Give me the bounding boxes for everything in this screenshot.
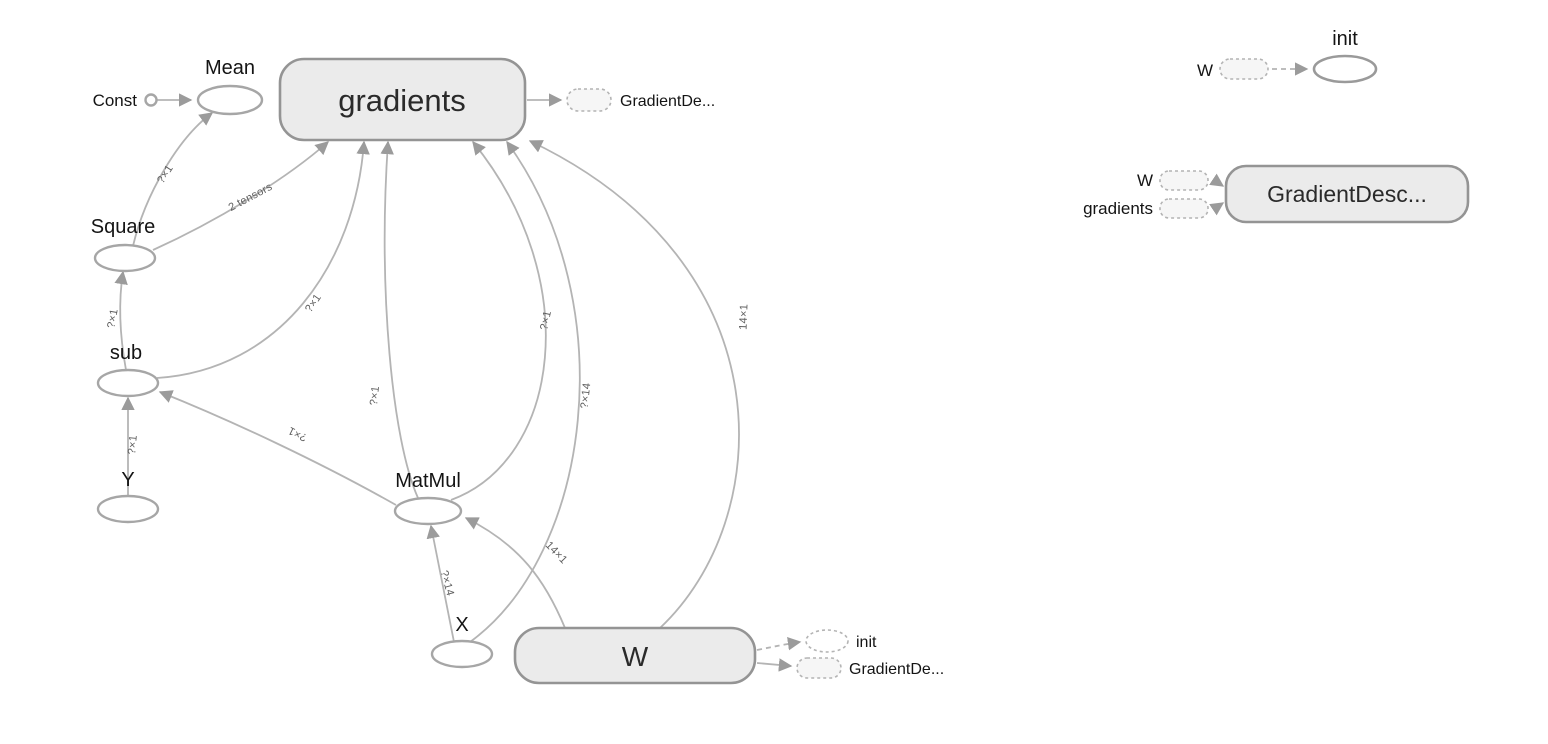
- gradients-rect: [278, 57, 527, 142]
- edge-label-matmul-sub: ?×1: [286, 424, 309, 443]
- edge-label-matmul-gradients-b: ?×1: [538, 310, 554, 332]
- edge-label-square-mean: ?×1: [155, 163, 176, 186]
- edge-label-square-gradients: 2 tensors: [227, 181, 275, 214]
- gradients-label: gradients: [338, 83, 466, 118]
- aux-init-label: init: [1332, 28, 1358, 50]
- x-label: X: [455, 614, 468, 636]
- w-init-ref-label: init: [856, 634, 877, 651]
- y-ellipse: [96, 494, 160, 524]
- aux-gd-w-ref-rect[interactable]: [1159, 170, 1209, 191]
- edge-label-sub-square: ?×1: [105, 308, 120, 329]
- aux-init-w-ref-rect[interactable]: [1219, 58, 1269, 80]
- sub-label: sub: [110, 342, 142, 364]
- edge-matmul-sub: [158, 390, 397, 506]
- edge-aux-gradients-gd: [1209, 202, 1225, 216]
- edge-square-gradients: [152, 141, 330, 251]
- aux-init-w-ref-label: W: [1197, 61, 1213, 80]
- aux-gradientdescent-group[interactable]: W gradients GradientDesc...: [1083, 164, 1470, 224]
- aux-init-group[interactable]: init W: [1197, 28, 1378, 84]
- edge-w-matmul: [464, 517, 566, 629]
- aux-gd-gradients-ref-rect[interactable]: [1159, 198, 1209, 219]
- edge-label-x-matmul: ?×14: [438, 569, 456, 597]
- w-label: W: [622, 641, 649, 672]
- square-ellipse: [93, 243, 157, 273]
- edge-label-y-sub: ?×1: [126, 434, 140, 455]
- namespace-gradients[interactable]: gradients: [278, 57, 527, 142]
- w-gd-ref-rect: [796, 657, 842, 679]
- edge-aux-w-gd: [1209, 173, 1225, 187]
- ref-w-init[interactable]: init: [805, 629, 877, 653]
- edge-w-gd-ref: [756, 658, 793, 672]
- edge-label-x-gradients: ?×14: [579, 382, 594, 409]
- w-init-ref-ellipse: [805, 629, 849, 653]
- edge-sub-gradients: [156, 140, 370, 379]
- y-label: Y: [121, 469, 134, 491]
- gradients-gd-ref-rect: [566, 88, 612, 112]
- edge-sub-square: [114, 270, 128, 371]
- const-dot: [144, 93, 158, 107]
- ref-gradients-gradientdescent[interactable]: GradientDe...: [566, 88, 715, 112]
- gradients-gd-ref-label: GradientDe...: [620, 93, 715, 110]
- node-x[interactable]: X: [430, 614, 494, 669]
- node-const[interactable]: Const: [93, 91, 158, 110]
- edge-label-matmul-gradients-a: ?×1: [368, 385, 382, 406]
- node-square[interactable]: Square: [91, 216, 157, 273]
- matmul-ellipse: [393, 496, 463, 526]
- edge-w-init-ref: [756, 637, 802, 651]
- edge-label-w-gradients: 14×1: [738, 304, 751, 330]
- ref-w-gradientdescent[interactable]: GradientDe...: [796, 657, 944, 679]
- node-matmul[interactable]: MatMul: [393, 470, 463, 526]
- const-label: Const: [93, 91, 138, 110]
- edge-label-sub-gradients: ?×1: [303, 292, 324, 315]
- mean-ellipse: [196, 84, 264, 116]
- node-y[interactable]: Y: [96, 469, 160, 524]
- aux-gd-rect[interactable]: [1224, 164, 1470, 224]
- edge-square-mean: [132, 112, 214, 247]
- aux-gd-gradients-ref-label: gradients: [1083, 199, 1153, 218]
- edge-x-gradients: [469, 140, 581, 643]
- mean-label: Mean: [205, 57, 255, 79]
- edge-matmul-gradients-right: [450, 140, 547, 501]
- edges-layer: [114, 93, 802, 672]
- namespace-w[interactable]: W: [513, 626, 757, 685]
- square-label: Square: [91, 216, 156, 238]
- aux-init-ellipse[interactable]: [1312, 54, 1378, 84]
- matmul-label: MatMul: [395, 470, 461, 492]
- w-rect: [513, 626, 757, 685]
- sub-ellipse: [96, 368, 160, 398]
- aux-gd-label: GradientDesc...: [1267, 181, 1427, 207]
- edge-matmul-gradients-left: [380, 140, 419, 499]
- node-mean[interactable]: Mean: [196, 57, 264, 116]
- aux-gd-w-ref-label: W: [1137, 171, 1153, 190]
- edge-x-matmul: [426, 524, 455, 643]
- node-sub[interactable]: sub: [96, 342, 160, 398]
- edge-w-gradients: [528, 140, 740, 629]
- x-ellipse: [430, 639, 494, 669]
- w-gd-ref-label: GradientDe...: [849, 661, 944, 678]
- edge-label-w-matmul: 14×1: [543, 539, 570, 566]
